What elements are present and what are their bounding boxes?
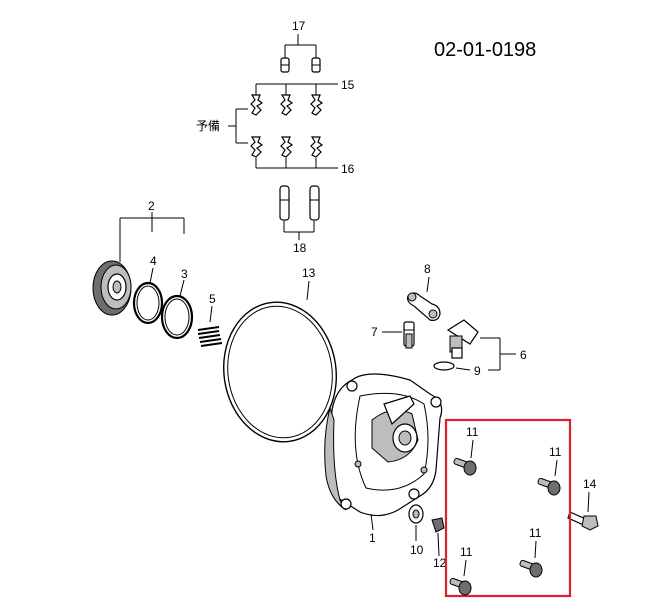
large-oring bbox=[222, 280, 338, 443]
callout-16: 16 bbox=[341, 162, 355, 176]
callout-18: 18 bbox=[293, 241, 307, 255]
callout-3: 3 bbox=[181, 267, 188, 281]
bolts-11 bbox=[449, 439, 561, 596]
seal-group bbox=[92, 212, 223, 347]
fittings-group bbox=[382, 276, 516, 371]
callout-13: 13 bbox=[302, 266, 316, 280]
callout-7: 7 bbox=[371, 325, 378, 339]
callout-4: 4 bbox=[150, 254, 157, 268]
callout-14: 14 bbox=[583, 477, 597, 491]
callout-2: 2 bbox=[148, 199, 155, 213]
callout-1: 1 bbox=[369, 531, 376, 545]
top-pins-group bbox=[228, 34, 338, 240]
pump-cover bbox=[324, 373, 443, 531]
small-parts bbox=[408, 504, 445, 557]
callout-11-a: 11 bbox=[466, 425, 479, 439]
callout-15: 15 bbox=[341, 78, 355, 92]
bolt-14 bbox=[567, 491, 599, 531]
diagram-code: 02-01-0198 bbox=[434, 39, 536, 61]
highlight-box bbox=[444, 418, 572, 598]
callout-11-c: 11 bbox=[529, 526, 542, 540]
callout-17: 17 bbox=[292, 19, 306, 33]
callout-8: 8 bbox=[424, 262, 431, 276]
callout-6: 6 bbox=[520, 348, 527, 362]
callout-11-b: 11 bbox=[549, 445, 562, 459]
callout-5: 5 bbox=[209, 292, 216, 306]
callout-11-d: 11 bbox=[460, 545, 473, 559]
callout-12: 12 bbox=[433, 556, 447, 570]
callout-9: 9 bbox=[474, 364, 481, 378]
callout-10: 10 bbox=[410, 543, 424, 557]
spare-label: 予備 bbox=[196, 118, 220, 133]
